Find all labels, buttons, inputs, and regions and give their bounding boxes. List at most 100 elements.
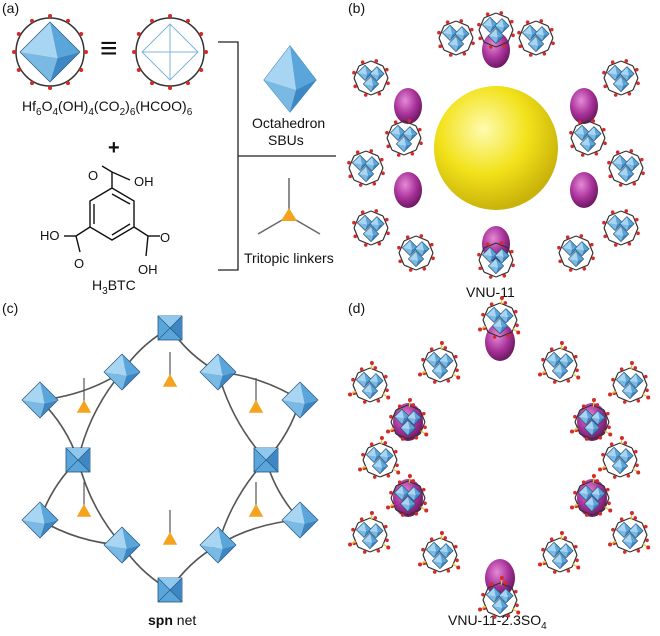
net-cube-node — [157, 577, 183, 603]
cluster-octahedron — [618, 448, 634, 464]
caption-vnu11-so4: VNU-11-2.3SO4 — [448, 612, 547, 632]
linker-triangle — [76, 400, 92, 413]
cluster-octahedron — [406, 410, 422, 426]
cluster-octahedron — [393, 484, 411, 502]
cluster-octahedron — [431, 362, 449, 380]
bracket-lines — [218, 41, 336, 271]
framework-cluster — [608, 510, 651, 554]
cluster-octahedron — [621, 382, 639, 400]
framework-cluster — [538, 340, 581, 384]
net-octahedron-node — [103, 353, 141, 391]
cluster-octahedron — [485, 306, 503, 324]
cluster-octahedron — [577, 484, 595, 502]
framework-cluster — [397, 234, 435, 272]
framework-cluster — [570, 473, 613, 517]
panel-label-c: (c) — [2, 300, 19, 316]
framework-cluster — [570, 397, 613, 441]
cage-sphere — [434, 86, 558, 210]
cluster-octahedron — [438, 353, 454, 369]
sbu-octahedron — [19, 21, 81, 83]
cluster-octahedron — [527, 35, 545, 53]
caption-spn-rest: net — [172, 612, 197, 628]
cluster-octahedron — [355, 371, 373, 389]
cluster-octahedron — [583, 419, 601, 437]
cluster-octahedron — [364, 156, 380, 172]
cluster-octahedron — [583, 495, 601, 513]
net-octahedron-node — [199, 353, 237, 391]
framework-cluster — [607, 149, 645, 187]
framework-cluster — [478, 575, 521, 619]
framework-cluster — [348, 510, 391, 554]
cluster-octahedron — [612, 225, 630, 243]
cluster-octahedron — [573, 124, 591, 142]
sbu-wireframe-picture — [132, 14, 208, 90]
cluster-octahedron — [558, 543, 574, 559]
cluster-octahedron — [389, 124, 407, 142]
linker-atom-ho-left: HO — [40, 228, 60, 243]
cluster-octahedron — [611, 457, 629, 475]
plus-sign: + — [108, 137, 120, 159]
cluster-octahedron — [612, 75, 630, 93]
cluster-octahedron — [619, 216, 635, 232]
cluster-octahedron — [494, 18, 510, 34]
framework-cluster — [347, 149, 385, 187]
cluster-octahedron — [558, 353, 574, 369]
framework-cluster — [477, 11, 515, 49]
cluster-octahedron — [545, 541, 563, 559]
framework-cluster — [602, 209, 640, 247]
cluster-octahedron — [454, 26, 470, 42]
pore-sphere — [394, 172, 422, 208]
sbu-formula: Hf6O4(OH)4(CO2)6(HCOO)6 — [22, 98, 193, 118]
net-octahedron-node — [281, 501, 319, 539]
framework-cluster — [538, 530, 581, 574]
cluster-octahedron — [368, 373, 384, 389]
cluster-octahedron — [621, 532, 639, 550]
cluster-octahedron — [545, 351, 563, 369]
cluster-octahedron — [624, 156, 640, 172]
net-octahedron-node — [199, 526, 237, 564]
framework-cluster — [386, 397, 429, 441]
cluster-octahedron — [407, 250, 425, 268]
cluster-octahedron — [395, 135, 413, 153]
cluster-octahedron — [401, 239, 419, 257]
vnu11-so4-framework — [348, 295, 651, 619]
framework-cluster — [598, 435, 641, 479]
framework-cluster — [602, 59, 640, 97]
octahedron-label-line1: Octahedron — [252, 115, 326, 131]
net-octahedron-node — [281, 381, 319, 419]
framework-cluster — [418, 340, 461, 384]
cluster-octahedron — [617, 165, 635, 183]
cluster-octahedron — [369, 216, 385, 232]
linker-atom-oh-top: OH — [134, 174, 154, 189]
panel-label-b: (b) — [348, 0, 366, 16]
net-cube-node — [157, 315, 183, 341]
cluster-octahedron — [579, 135, 597, 153]
cluster-octahedron — [402, 126, 418, 142]
framework-cluster — [569, 119, 607, 157]
cluster-octahedron — [551, 552, 569, 570]
caption-spn-net: spn net — [148, 612, 196, 628]
cluster-octahedron — [494, 248, 510, 264]
cluster-octahedron — [615, 371, 633, 389]
cluster-octahedron — [498, 308, 514, 324]
cluster-octahedron — [441, 24, 459, 42]
cluster-octahedron — [485, 586, 503, 604]
cluster-octahedron — [534, 26, 550, 42]
cluster-octahedron — [365, 446, 383, 464]
framework-cluster — [352, 59, 390, 97]
cluster-octahedron — [619, 66, 635, 82]
cluster-octahedron — [368, 523, 384, 539]
cluster-octahedron — [399, 495, 417, 513]
linker-atom-oh-right: OH — [138, 262, 158, 277]
vnu11-framework — [347, 11, 645, 279]
cluster-octahedron — [521, 24, 539, 42]
tritopic-linker-icon — [257, 178, 321, 235]
framework-cluster — [608, 360, 651, 404]
cluster-octahedron — [361, 532, 379, 550]
tritopic-label: Tritopic linkers — [244, 250, 334, 266]
cluster-octahedron — [561, 239, 579, 257]
net-edge — [217, 371, 267, 461]
net-octahedron-node — [103, 526, 141, 564]
framework-cluster — [386, 473, 429, 517]
linker-triangle — [76, 504, 92, 517]
